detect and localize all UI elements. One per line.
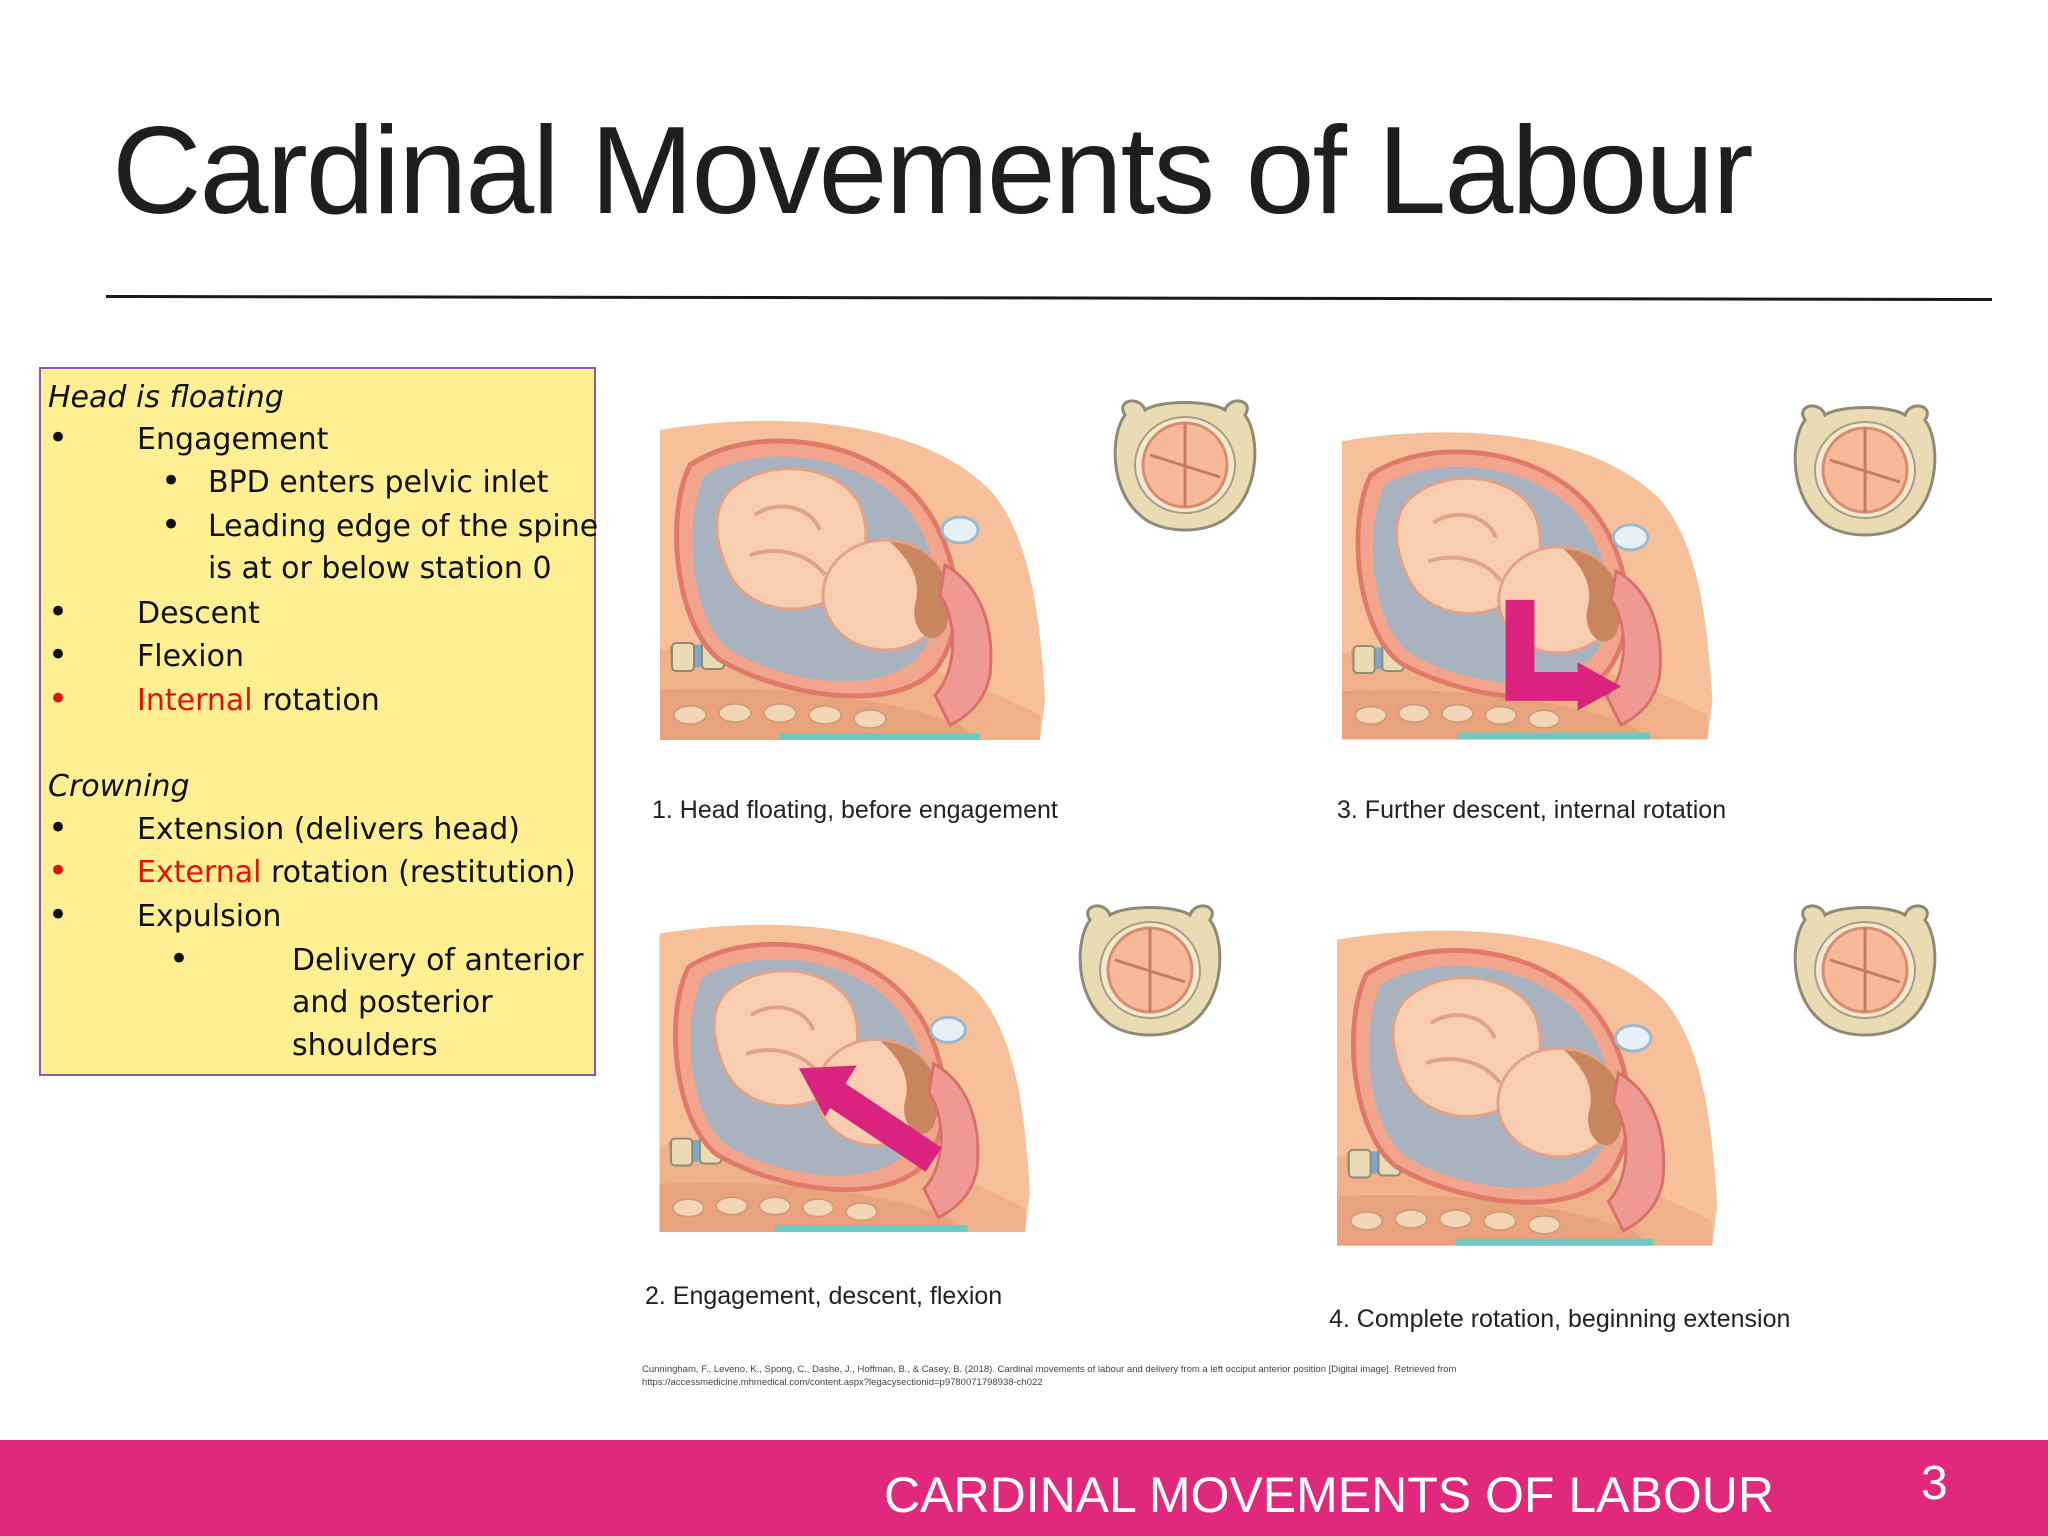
sub-bullet: • <box>161 461 182 501</box>
bullet: • <box>48 635 69 675</box>
pelvis-view-4 <box>1793 904 1937 1037</box>
internal-rest: rotation <box>252 683 380 718</box>
rotation-arrowhead <box>1577 662 1621 711</box>
citation-line-1: Cunningham, F., Leveno, K., Spong, C., D… <box>642 1364 1457 1375</box>
notes-item-extension: Extension (delivers head) <box>137 812 520 847</box>
illustration-head-floating <box>660 395 1055 790</box>
pelvis-view-2 <box>1078 904 1222 1037</box>
illustration-engagement <box>652 900 1047 1280</box>
notes-item-internal-rotation: Internal rotation <box>137 683 380 718</box>
descent-arrow <box>824 1080 942 1172</box>
notes-item-leading-edge-2: is at or below station 0 <box>208 551 552 586</box>
notes-item-expulsion: Expulsion <box>137 899 282 934</box>
illustration-complete-rotation <box>1337 905 1727 1295</box>
notes-heading-floating: Head is floating <box>48 380 284 415</box>
internal-highlight: Internal <box>137 683 253 718</box>
bullet: • <box>48 418 69 458</box>
notes-item-bpd: BPD enters pelvic inlet <box>208 465 549 500</box>
notes-item-flexion: Flexion <box>137 639 244 674</box>
footer-title: CARDINAL MOVEMENTS OF LABOUR <box>884 1467 1774 1523</box>
title-divider <box>105 295 1992 301</box>
notes-item-delivery-1: Delivery of anterior <box>292 943 584 978</box>
illustration-internal-rotation <box>1342 405 1722 790</box>
notes-item-leading-edge-1: Leading edge of the spine <box>208 509 599 544</box>
citation-line-2: https://accessmedicine.mhmedical.com/con… <box>642 1377 1043 1388</box>
notes-box: Head is floating • Engagement • BPD ente… <box>39 367 599 1076</box>
notes-heading-crowning: Crowning <box>48 769 190 804</box>
bullet-red: • <box>48 679 69 719</box>
notes-item-engagement: Engagement <box>137 422 329 457</box>
slide-title: Cardinal Movements of Labour <box>112 102 1754 240</box>
footer-bar <box>0 1440 2048 1536</box>
descent-arrowhead <box>798 1065 857 1117</box>
sub-bullet: • <box>169 939 190 979</box>
page-number: 3 <box>1921 1457 1948 1510</box>
caption-4: 4. Complete rotation, beginning extensio… <box>1329 1305 1791 1333</box>
bullet: • <box>48 808 69 848</box>
notes-item-delivery-3: shoulders <box>292 1028 438 1063</box>
notes-item-descent: Descent <box>137 596 260 631</box>
pelvis-view-1 <box>1113 399 1257 532</box>
citation: Cunningham, F., Leveno, K., Spong, C., D… <box>642 1363 1642 1389</box>
caption-3: 3. Further descent, internal rotation <box>1337 796 1727 824</box>
bullet: • <box>48 592 69 632</box>
external-rest: rotation (restitution) <box>261 855 576 890</box>
bullet-red: • <box>48 851 69 891</box>
notes-item-external-rotation: External rotation (restitution) <box>137 855 576 890</box>
caption-1: 1. Head floating, before engagement <box>652 796 1058 824</box>
sub-bullet: • <box>161 505 182 545</box>
external-highlight: External <box>137 855 262 890</box>
pelvis-view-3 <box>1793 404 1937 537</box>
rotation-arrow <box>1505 599 1583 701</box>
bullet: • <box>48 895 69 935</box>
notes-item-delivery-2: and posterior <box>292 985 493 1020</box>
caption-2: 2. Engagement, descent, flexion <box>645 1282 1003 1310</box>
